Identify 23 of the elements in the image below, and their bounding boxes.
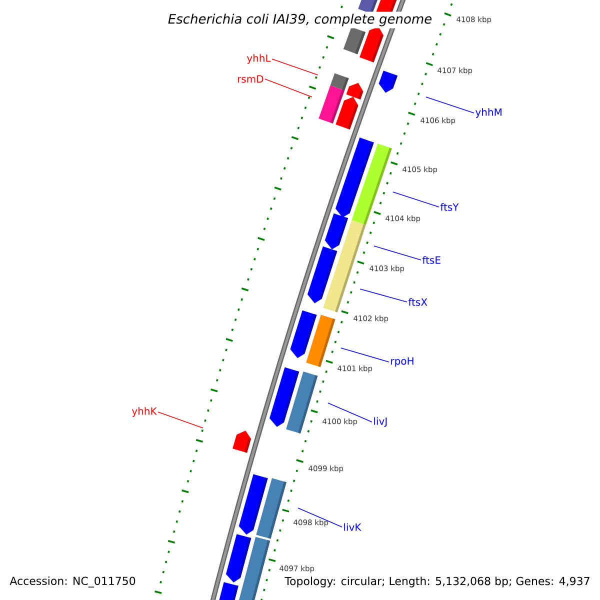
leader-line: [360, 288, 408, 302]
leader-line: [158, 412, 204, 428]
gene-label: yhhM: [476, 108, 502, 118]
gene-label: yhhK: [132, 407, 158, 417]
leader-line: [298, 508, 342, 528]
footer-text: Accession: NC_011750: [8, 575, 138, 589]
gene-label: ftsY: [440, 203, 459, 211]
gene-label: rpoH: [391, 357, 414, 367]
leader-line: [340, 348, 390, 362]
title: Escherichia coli IAI39, complete genome: [166, 12, 434, 28]
leader-line: [392, 192, 440, 208]
gene-label: rsmD: [238, 75, 264, 83]
leader-line: [272, 58, 318, 76]
gene-label: livJ: [374, 417, 387, 427]
gene-label: livK: [344, 523, 362, 531]
gene-label: ftsX: [408, 298, 428, 306]
gene-label: yhhL: [246, 54, 271, 64]
leader-line: [264, 78, 312, 98]
gene-label: ftsE: [422, 256, 440, 264]
leader-line: [328, 402, 372, 422]
leader-line: [374, 246, 422, 260]
leader-line: [426, 96, 474, 114]
footer-text: Topology: circular; Length: 5,132,068 bp; Genes: 4,937: [283, 575, 592, 589]
